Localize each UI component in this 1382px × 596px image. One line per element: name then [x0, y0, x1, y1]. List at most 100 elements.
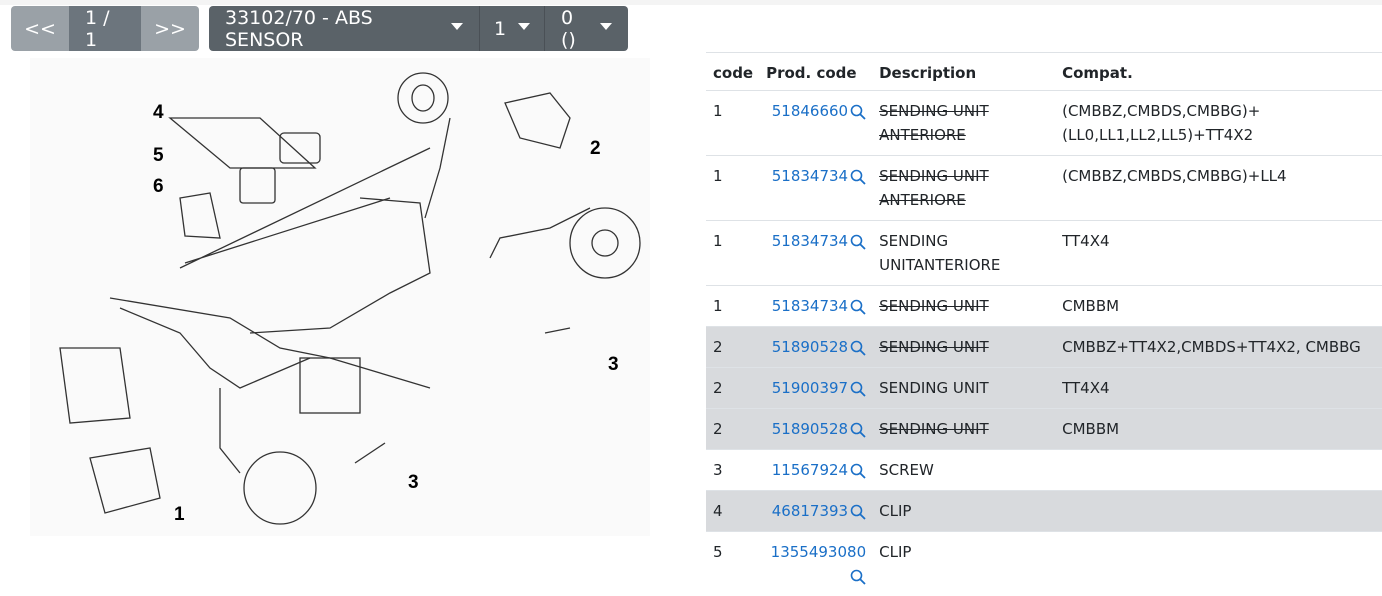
row-compat: (CMBBZ,CMBDS,CMBBG)+(LL0,LL1,LL2,LL5)+TT…: [1055, 91, 1382, 156]
variant-dropdown[interactable]: 1: [480, 6, 545, 51]
callout-3-lower: 3: [408, 472, 419, 493]
prod-code-link[interactable]: 51890528: [772, 338, 848, 356]
callout-3-upper: 3: [608, 354, 619, 375]
row-compat: CMBBM: [1055, 409, 1382, 450]
row-compat: [1055, 532, 1382, 596]
search-icon[interactable]: [850, 169, 866, 185]
row-code: 2: [706, 409, 759, 450]
row-description: SENDING UNIT ANTERIORE: [872, 91, 1055, 156]
group-dropdown[interactable]: 33102/70 - ABS SENSOR: [209, 6, 480, 51]
page-indicator: 1 / 1: [69, 6, 141, 51]
top-border: [0, 0, 1382, 5]
row-description: SENDING UNIT: [872, 327, 1055, 368]
table-row[interactable]: 1 51846660 SENDING UNIT ANTERIORE(CMBBZ,CM…: [706, 91, 1382, 156]
abs-module: [300, 358, 360, 413]
table-row[interactable]: 3 11567924 SCREW: [706, 450, 1382, 491]
row-description: CLIP: [872, 491, 1055, 532]
next-page-button[interactable]: >>: [141, 6, 199, 51]
row-compat: TT4X4: [1055, 221, 1382, 286]
col-compat-header: Compat.: [1055, 53, 1382, 91]
row-compat: TT4X4: [1055, 368, 1382, 409]
sensor-1-part: [90, 448, 160, 513]
row-prod-code: 51900397: [759, 368, 872, 409]
row-prod-code: 51846660: [759, 91, 872, 156]
search-icon[interactable]: [850, 504, 866, 520]
row-code: 1: [706, 91, 759, 156]
row-code: 1: [706, 156, 759, 221]
row-code: 1: [706, 221, 759, 286]
prev-page-button[interactable]: <<: [11, 6, 69, 51]
table-row[interactable]: 1 51834734 SENDING UNIT ANTERIORE(CMBBZ,CM…: [706, 156, 1382, 221]
sensor-2-part: [505, 93, 570, 148]
search-icon[interactable]: [850, 422, 866, 438]
row-compat: (CMBBZ,CMBDS,CMBBG)+LL4: [1055, 156, 1382, 221]
prod-code-link[interactable]: 51834734: [772, 232, 848, 250]
screw-part: [355, 443, 385, 463]
brake-caliper-left: [60, 348, 130, 423]
callout-2: 2: [590, 138, 601, 159]
prod-code-link[interactable]: 51834734: [772, 297, 848, 315]
row-prod-code: 51890528: [759, 409, 872, 450]
row-description: SENDING UNIT: [872, 368, 1055, 409]
col-desc-header: Description: [872, 53, 1055, 91]
row-code: 3: [706, 450, 759, 491]
callout-6: 6: [153, 176, 164, 197]
prod-code-link[interactable]: 51890528: [772, 420, 848, 438]
brake-line: [220, 388, 240, 473]
clip-5-part: [240, 168, 275, 203]
prod-code-link[interactable]: 51900397: [772, 379, 848, 397]
brake-disc-right: [570, 208, 640, 278]
clip-part: [170, 118, 315, 168]
hub-part-center: [412, 85, 434, 111]
row-description: CLIP: [872, 532, 1055, 596]
row-description: SENDING UNIT ANTERIORE: [872, 156, 1055, 221]
row-compat: [1055, 450, 1382, 491]
prod-code-link[interactable]: 51846660: [772, 102, 848, 120]
row-prod-code: 46817393: [759, 491, 872, 532]
row-prod-code: 51834734: [759, 156, 872, 221]
table-row[interactable]: 5 1355493080 CLIP: [706, 532, 1382, 596]
clip-6-part: [180, 193, 220, 238]
row-code: 2: [706, 327, 759, 368]
row-description: SENDING UNIT: [872, 409, 1055, 450]
row-compat: CMBBM: [1055, 286, 1382, 327]
search-icon[interactable]: [850, 463, 866, 479]
hub-part: [398, 73, 448, 123]
row-description: SCREW: [872, 450, 1055, 491]
col-code-header: code: [706, 53, 759, 91]
row-description: SENDING UNITANTERIORE: [872, 221, 1055, 286]
brake-line: [490, 208, 590, 258]
pager: << 1 / 1 >>: [11, 6, 199, 51]
search-icon[interactable]: [850, 104, 866, 120]
prod-code-link[interactable]: 51834734: [772, 167, 848, 185]
brake-disc-right-hub: [592, 230, 618, 256]
caret-down-icon: [518, 23, 530, 30]
row-prod-code: 51834734: [759, 286, 872, 327]
row-code: 5: [706, 532, 759, 596]
caret-down-icon: [600, 23, 612, 30]
guide-line: [180, 148, 430, 268]
search-icon[interactable]: [850, 569, 866, 585]
prod-code-link[interactable]: 11567924: [772, 461, 848, 479]
search-icon[interactable]: [850, 340, 866, 356]
prod-code-link[interactable]: 46817393: [772, 502, 848, 520]
caret-down-icon: [451, 23, 463, 30]
selectors: 33102/70 - ABS SENSOR 1 0 (): [209, 6, 628, 51]
row-description: SENDING UNIT: [872, 286, 1055, 327]
search-icon[interactable]: [850, 381, 866, 397]
search-icon[interactable]: [850, 299, 866, 315]
brake-disc-rear: [244, 452, 316, 524]
prod-code-link[interactable]: 1355493080: [771, 543, 866, 561]
callout-5: 5: [153, 145, 164, 166]
search-icon[interactable]: [850, 234, 866, 250]
filter-dropdown[interactable]: 0 (): [545, 6, 628, 51]
exploded-parts-diagram: 4 5 6 2 3 3 1: [30, 58, 650, 536]
screw-part: [545, 328, 570, 333]
brake-line: [425, 118, 450, 218]
